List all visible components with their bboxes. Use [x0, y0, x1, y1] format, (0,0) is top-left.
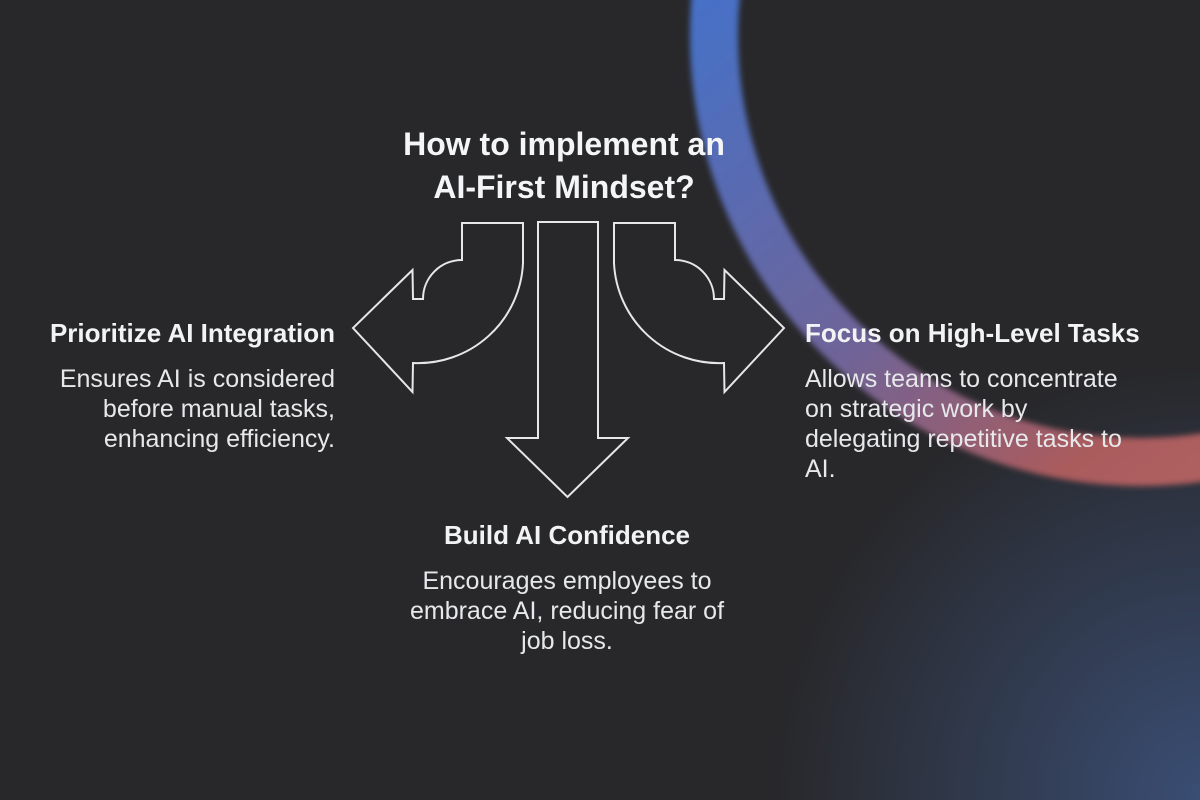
section-heading: Focus on High-Level Tasks	[805, 318, 1140, 348]
section-body-line: AI.	[805, 455, 836, 483]
decorative-ring	[690, 0, 1200, 486]
section-body: Encourages employees to embrace AI, redu…	[387, 566, 747, 656]
section-body: Ensures AI is considered before manual t…	[30, 364, 335, 454]
left-curved-arrow-icon	[351, 222, 524, 395]
section-body-line: embrace AI, reducing fear of	[409, 597, 725, 625]
section-body-line: on strategic work by	[805, 395, 1028, 423]
section-heading: Prioritize AI Integration	[49, 318, 335, 348]
section-body-line: Allows teams to concentrate	[805, 365, 1118, 393]
section-prioritize-ai-integration: Prioritize AI Integration Ensures AI is …	[30, 318, 335, 454]
section-body-line: Ensures AI is considered	[59, 365, 335, 393]
section-body: Allows teams to concentrate on strategic…	[805, 364, 1175, 484]
branch-arrows	[351, 221, 786, 499]
right-curved-arrow-icon	[613, 222, 786, 395]
section-body-line: job loss.	[521, 627, 613, 655]
section-body-line: Encourages employees to	[422, 567, 712, 595]
section-body-line: enhancing efficiency.	[103, 425, 335, 453]
section-body-line: before manual tasks,	[102, 395, 335, 423]
down-arrow-icon	[504, 221, 631, 499]
section-build-ai-confidence: Build AI Confidence Encourages employees…	[387, 520, 747, 656]
section-body-line: delegating repetitive tasks to	[805, 425, 1122, 453]
title-line-2: AI-First Mindset?	[433, 169, 695, 205]
section-focus-on-high-level-tasks: Focus on High-Level Tasks Allows teams t…	[805, 318, 1175, 484]
title-line-1: How to implement an	[403, 126, 725, 162]
infographic-title: How to implement an AI-First Mindset?	[314, 123, 814, 209]
section-heading: Build AI Confidence	[443, 520, 691, 550]
